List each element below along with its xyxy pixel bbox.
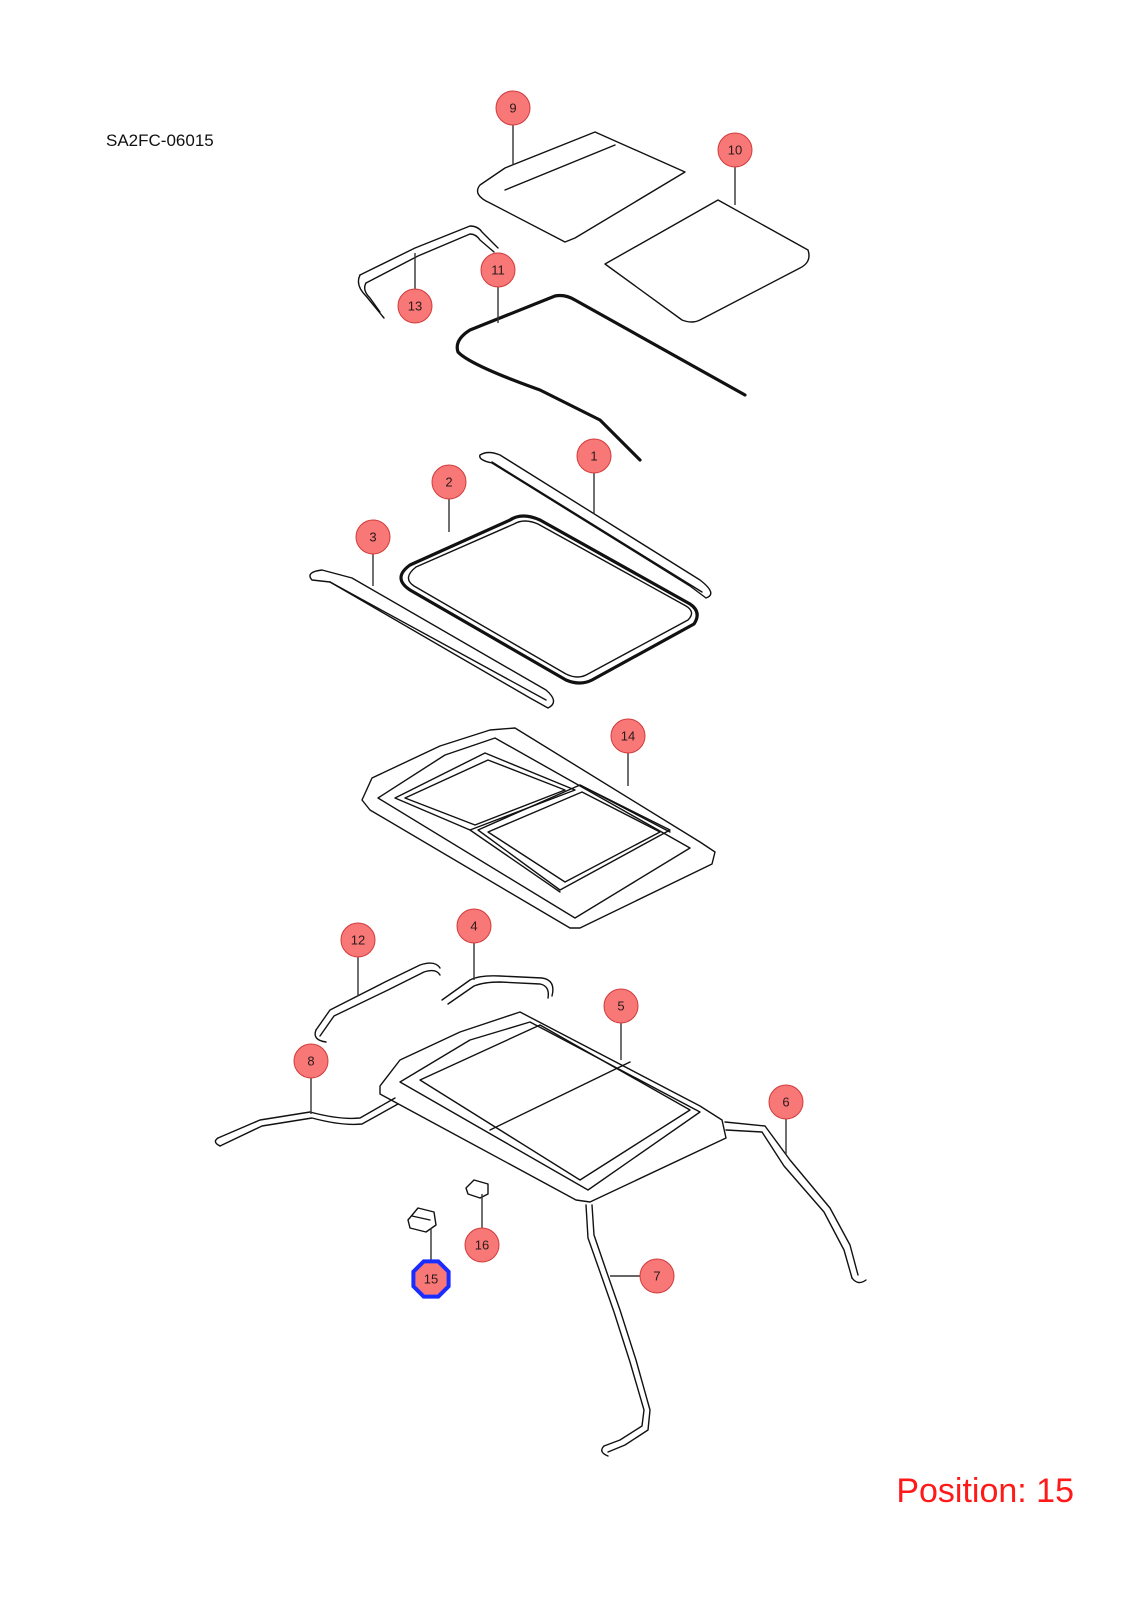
part-3-left-rail xyxy=(309,569,555,709)
callout-circle xyxy=(576,438,612,474)
part-16-bracket xyxy=(465,1179,489,1199)
callout-14[interactable]: 14 xyxy=(610,718,646,754)
callout-label: 6 xyxy=(782,1095,789,1110)
part-7-drain-hose xyxy=(585,1204,651,1457)
callout-circle xyxy=(639,1258,675,1294)
part-5-sunshade-assembly xyxy=(379,1011,727,1203)
callout-label: 1 xyxy=(590,449,597,464)
leader-lines xyxy=(310,124,787,1277)
part-8-drain-hose xyxy=(214,1097,399,1147)
callout-label: 2 xyxy=(445,475,452,490)
part-2-frame-seal xyxy=(399,514,699,685)
callout-6[interactable]: 6 xyxy=(768,1084,804,1120)
part-10-rear-glass xyxy=(604,199,810,323)
callout-2[interactable]: 2 xyxy=(431,464,467,500)
callout-3[interactable]: 3 xyxy=(355,519,391,555)
callout-4[interactable]: 4 xyxy=(456,908,492,944)
part-4-hose xyxy=(441,975,554,1005)
callout-label: 8 xyxy=(307,1054,314,1069)
callout-label: 4 xyxy=(470,919,477,934)
callout-circle xyxy=(355,519,391,555)
callout-label: 12 xyxy=(351,933,365,948)
callout-circle xyxy=(456,908,492,944)
callout-7[interactable]: 7 xyxy=(639,1258,675,1294)
callout-circle xyxy=(464,1227,500,1263)
callout-label: 7 xyxy=(653,1269,660,1284)
callout-label: 11 xyxy=(491,263,505,278)
callout-circle xyxy=(495,90,531,126)
callout-circle xyxy=(603,988,639,1024)
part-1-right-rail xyxy=(479,451,712,599)
callout-15[interactable]: 15 xyxy=(411,1259,451,1299)
part-11-glass-seal xyxy=(455,293,747,462)
part-6-drain-hose xyxy=(724,1121,867,1284)
callout-11[interactable]: 11 xyxy=(480,252,516,288)
callout-label: 3 xyxy=(369,530,376,545)
callout-label: 13 xyxy=(408,299,422,314)
part-13-deflector xyxy=(357,225,499,319)
callout-1[interactable]: 1 xyxy=(576,438,612,474)
selected-callout-marker xyxy=(411,1259,451,1299)
callout-8[interactable]: 8 xyxy=(293,1043,329,1079)
callout-label: 15 xyxy=(424,1272,438,1287)
callout-circle xyxy=(293,1043,329,1079)
callout-circle xyxy=(480,252,516,288)
callout-circle xyxy=(610,718,646,754)
document-code: SA2FC-06015 xyxy=(106,131,214,150)
part-9-front-glass xyxy=(476,131,686,243)
callout-label: 14 xyxy=(621,729,635,744)
callout-circle xyxy=(431,464,467,500)
callout-13[interactable]: 13 xyxy=(397,288,433,324)
part-15-motor xyxy=(407,1207,437,1233)
callout-9[interactable]: 9 xyxy=(495,90,531,126)
callout-12[interactable]: 12 xyxy=(340,922,376,958)
callout-circle xyxy=(397,288,433,324)
callout-label: 16 xyxy=(475,1238,489,1253)
callout-label: 10 xyxy=(728,143,742,158)
position-label: Position: 15 xyxy=(896,1472,1074,1510)
callout-circle xyxy=(717,132,753,168)
part-14-frame-assembly xyxy=(361,727,716,929)
callout-16[interactable]: 16 xyxy=(464,1227,500,1263)
callout-label: 9 xyxy=(509,101,516,116)
callout-label: 5 xyxy=(617,999,624,1014)
callout-10[interactable]: 10 xyxy=(717,132,753,168)
callout-circle xyxy=(768,1084,804,1120)
part-12-drain-hose xyxy=(314,962,441,1043)
callout-circle xyxy=(340,922,376,958)
callout-5[interactable]: 5 xyxy=(603,988,639,1024)
